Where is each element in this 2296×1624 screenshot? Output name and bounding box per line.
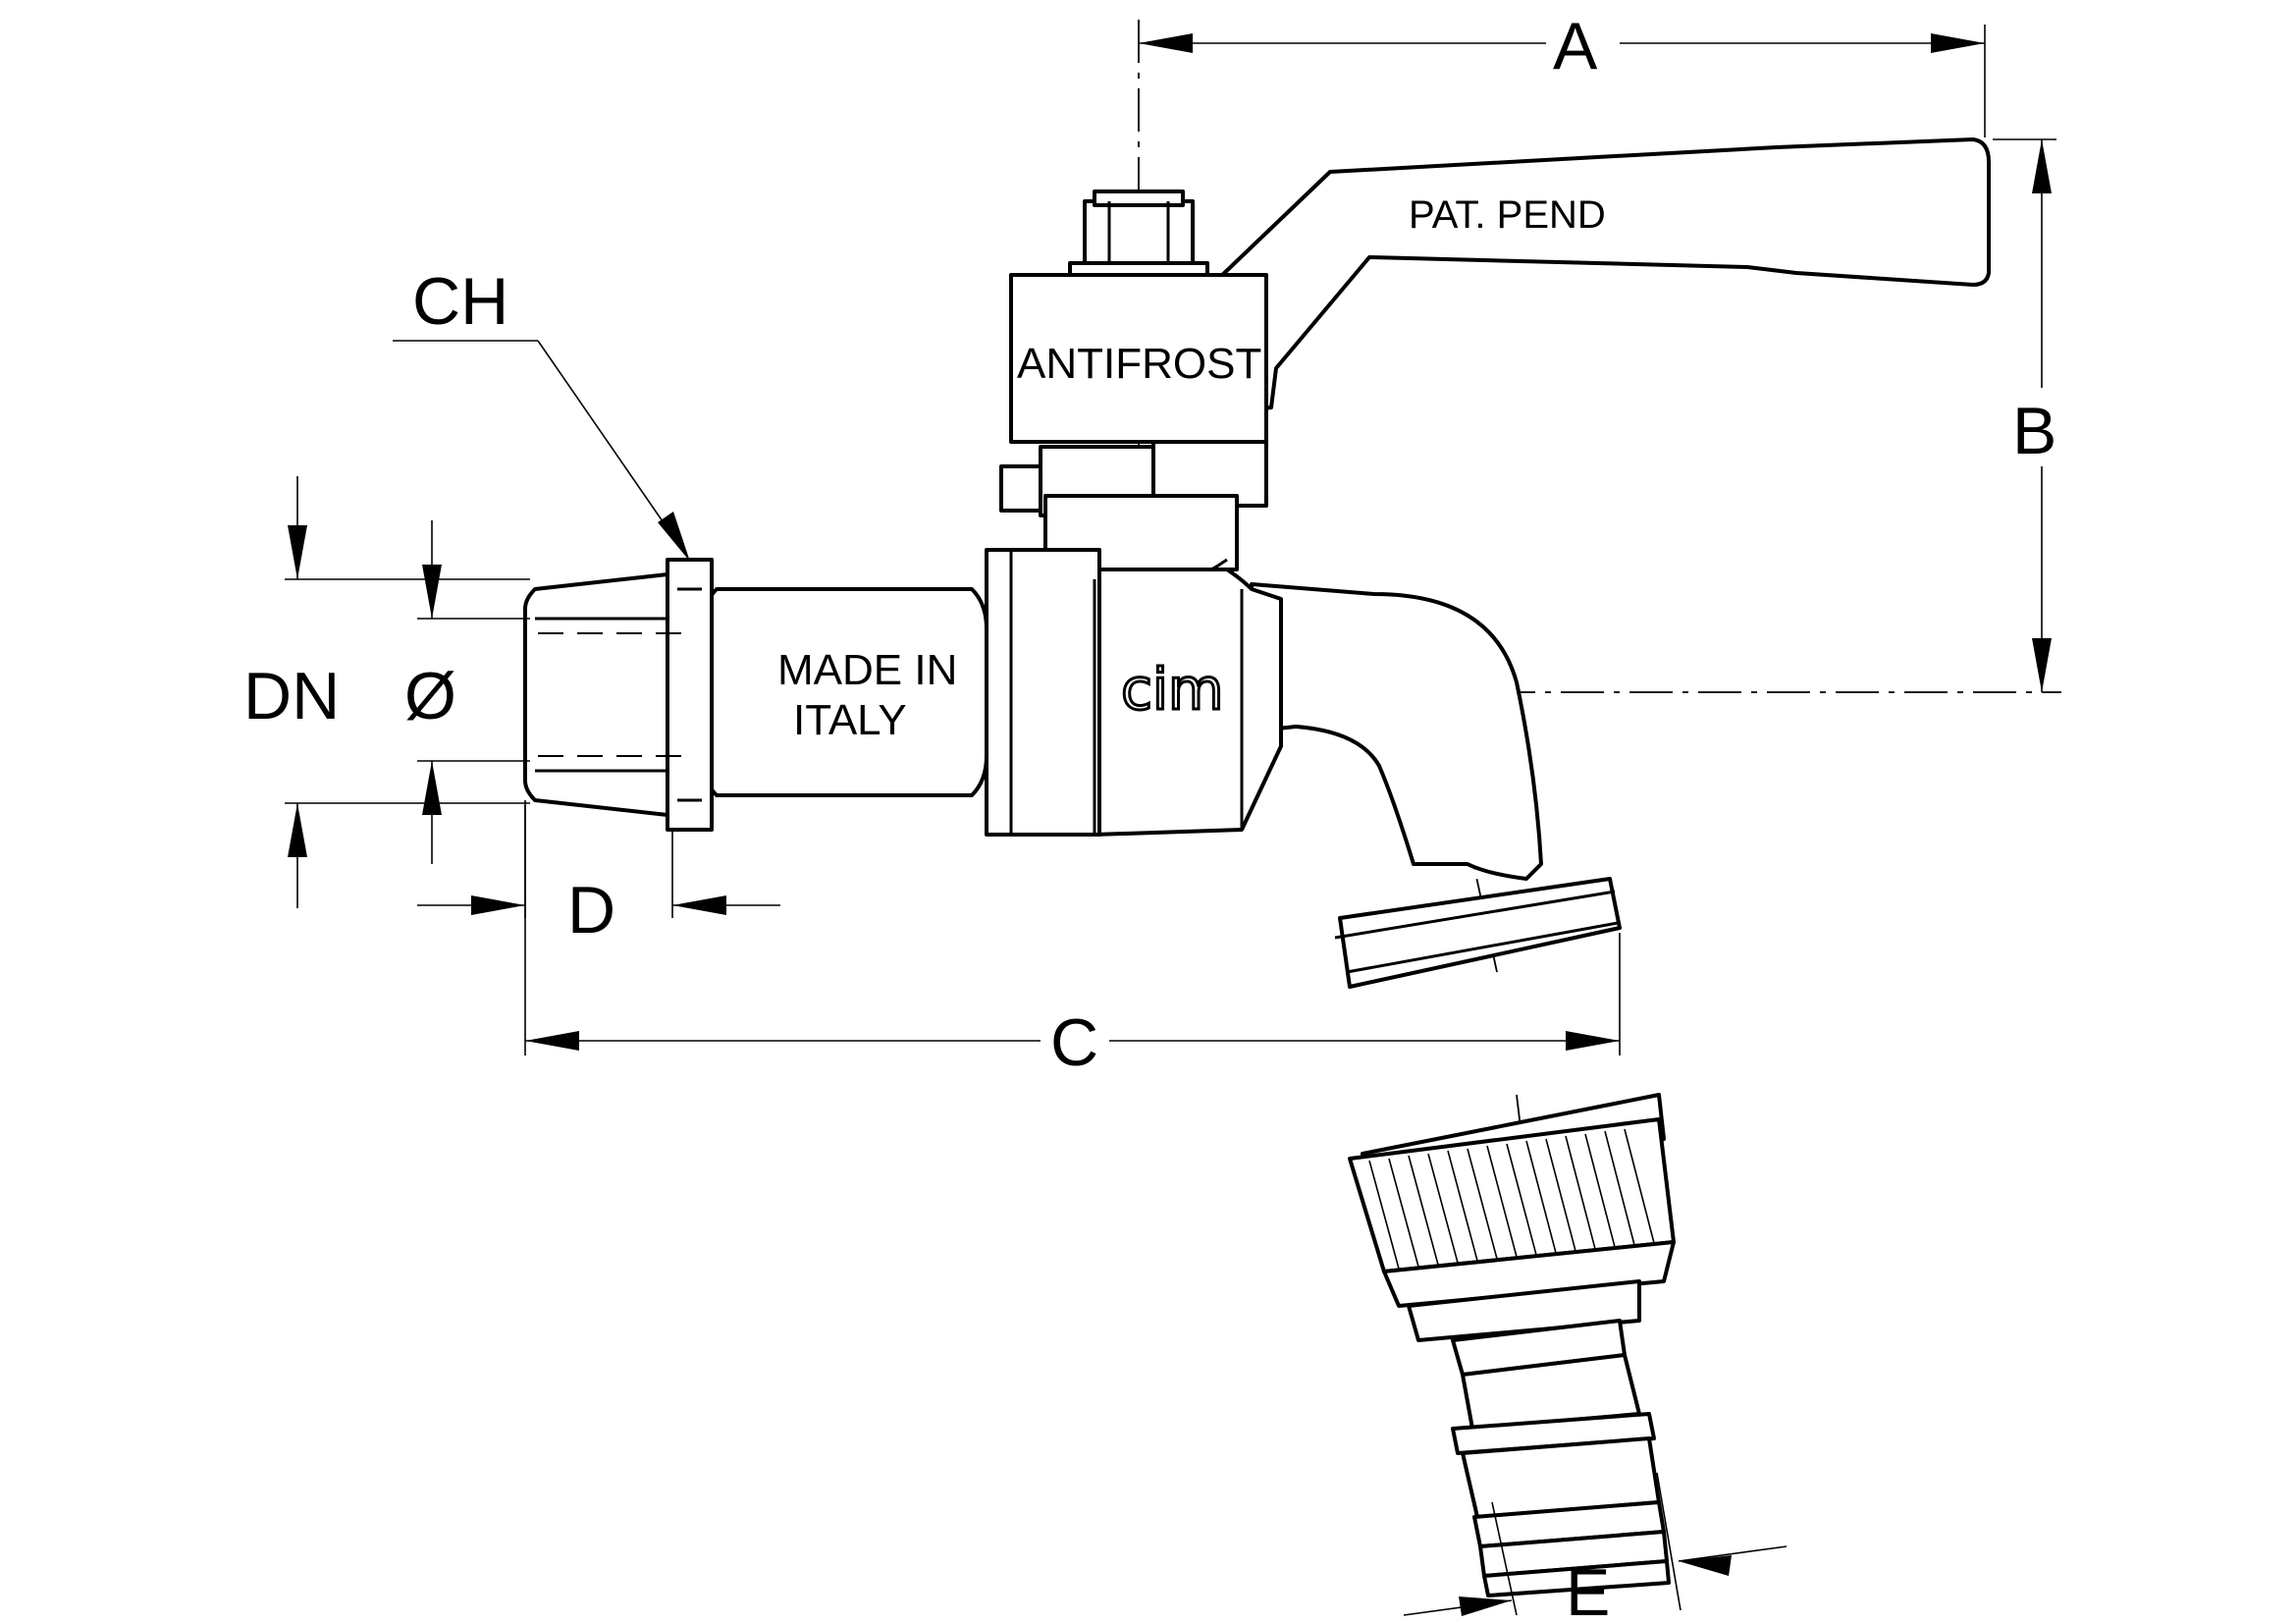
dimension-diameter: Ø <box>404 520 530 864</box>
handle-marking: PAT. PEND <box>1409 193 1606 237</box>
dim-label-c: C <box>1050 1005 1098 1080</box>
dim-label-d: D <box>567 873 615 947</box>
antifrost-bonnet: ANTIFROST <box>999 273 1268 517</box>
body-marking-line2: ITALY <box>793 696 907 744</box>
dimension-e: E <box>1403 1472 1788 1624</box>
knurled-grip <box>1368 1128 1655 1270</box>
dim-label-diameter: Ø <box>404 659 456 733</box>
dimension-c: C <box>524 805 1621 1080</box>
dim-label-e: E <box>1566 1555 1610 1624</box>
stem-nut <box>1068 189 1209 277</box>
dimension-b: B <box>1993 138 2056 692</box>
dim-label-ch: CH <box>412 264 508 339</box>
valve-body: cim <box>985 548 1283 837</box>
bent-spout <box>1250 582 1622 989</box>
hose-connector <box>1348 1093 1676 1597</box>
brand-logo-cim: cim <box>1121 656 1224 723</box>
dimension-ch: CH <box>393 264 690 562</box>
tail-pipe: MADE IN ITALY <box>700 587 988 797</box>
dim-label-dn: DN <box>243 659 340 733</box>
dim-label-b: B <box>2012 394 2056 468</box>
bonnet-marking: ANTIFROST <box>1017 340 1261 388</box>
dimension-d: D <box>417 800 780 947</box>
hex-nut-ch <box>666 558 714 832</box>
dimension-a: A <box>1139 9 1986 137</box>
body-marking-line1: MADE IN <box>777 646 957 694</box>
valve-lever-handle: PAT. PEND <box>1215 137 1991 414</box>
threaded-inlet <box>523 572 682 817</box>
dimension-dn: DN <box>243 476 530 908</box>
dim-label-a: A <box>1553 9 1598 83</box>
